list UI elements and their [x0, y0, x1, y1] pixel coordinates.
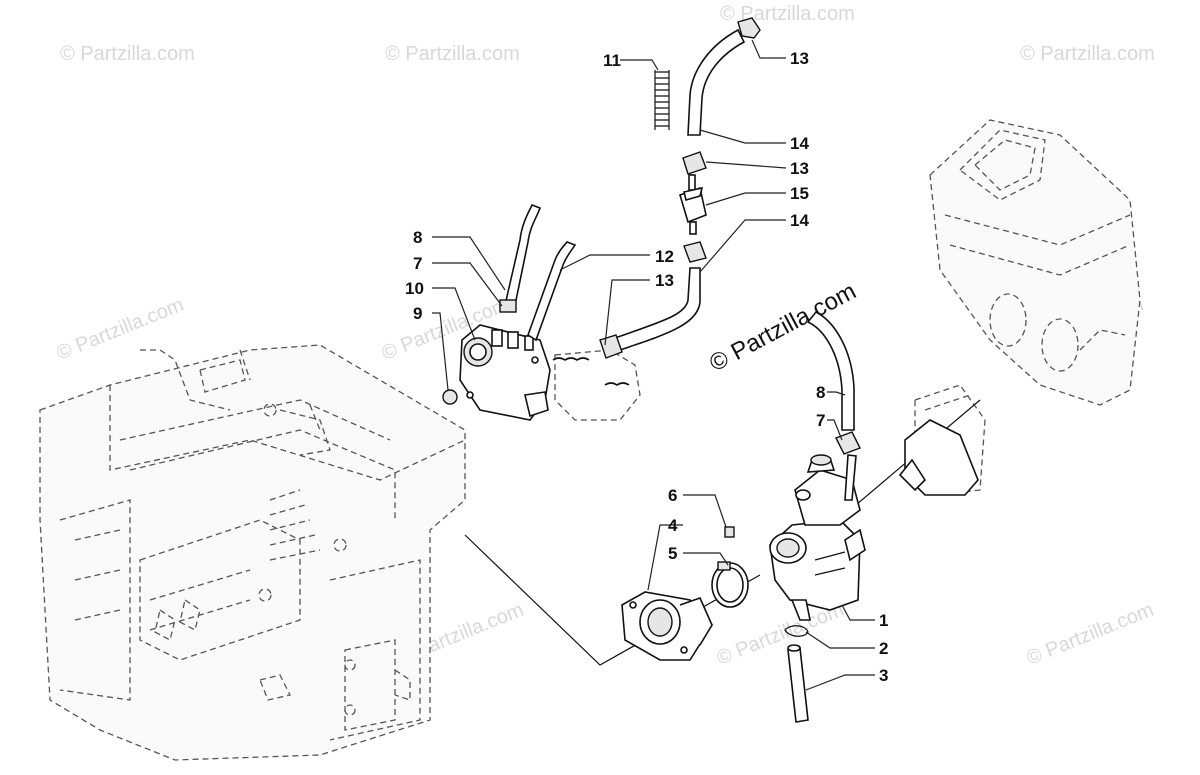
- callout-3: 3: [879, 666, 888, 685]
- callout-13-top: 13: [790, 49, 809, 68]
- callout-7-right: 7: [816, 411, 825, 430]
- callout-labels: 11 13 14 13 15 14 13 12 8 7 10 9 8 7 6 4…: [405, 49, 888, 685]
- vent-hose: [527, 241, 577, 342]
- callout-11: 11: [603, 51, 621, 70]
- callout-6: 6: [668, 486, 677, 505]
- spring: [654, 68, 670, 130]
- callout-13-low: 13: [655, 271, 674, 290]
- watermark-text: © Partzilla.com: [54, 294, 187, 365]
- drain-hose: [787, 647, 809, 723]
- intake-boot-lip: [898, 458, 927, 492]
- drain-clamp: [784, 625, 809, 637]
- fuel-filter: [679, 174, 707, 235]
- callout-7-top: 7: [413, 254, 422, 273]
- callout-10: 10: [405, 279, 424, 298]
- jet-plug: [724, 526, 735, 538]
- fuel-pump: [459, 324, 551, 421]
- fitting-thread: [604, 382, 630, 386]
- callout-8-top: 8: [413, 228, 422, 247]
- fitting-thread: [552, 357, 590, 361]
- connector-line: [464, 534, 761, 666]
- hose-clamp: [499, 299, 517, 313]
- hose-clamp: [682, 151, 707, 175]
- engine-outline: [39, 344, 466, 761]
- intake-manifold: [621, 591, 713, 661]
- callout-2: 2: [879, 639, 888, 658]
- watermark-text: © Partzilla.com: [60, 43, 195, 65]
- hose-clamp: [683, 241, 707, 263]
- watermark-text: © Partzilla.com: [1024, 599, 1157, 670]
- callout-8-right: 8: [816, 383, 825, 402]
- callout-12: 12: [655, 247, 674, 266]
- watermark-text: © Partzilla.com: [1020, 43, 1155, 65]
- callout-13-mid: 13: [790, 159, 809, 178]
- callout-14-low: 14: [790, 211, 809, 230]
- intake-clamp: [711, 561, 749, 608]
- fuel-hose: [806, 310, 855, 431]
- carburetor: [769, 454, 866, 621]
- callout-9: 9: [413, 304, 422, 323]
- callout-15: 15: [790, 184, 809, 203]
- callout-14-top: 14: [790, 134, 809, 153]
- leader-lines: [432, 39, 875, 691]
- nut: [442, 389, 458, 405]
- callout-4: 4: [668, 516, 678, 535]
- fuel-hose: [504, 203, 541, 312]
- callout-5: 5: [668, 544, 677, 563]
- hose-clamp: [835, 431, 861, 455]
- airbox-outline: [914, 119, 1141, 496]
- fuel-hose: [687, 28, 746, 136]
- callout-1: 1: [879, 611, 888, 630]
- watermark-text: © Partzilla.com: [385, 43, 520, 65]
- hose-cap: [737, 17, 761, 39]
